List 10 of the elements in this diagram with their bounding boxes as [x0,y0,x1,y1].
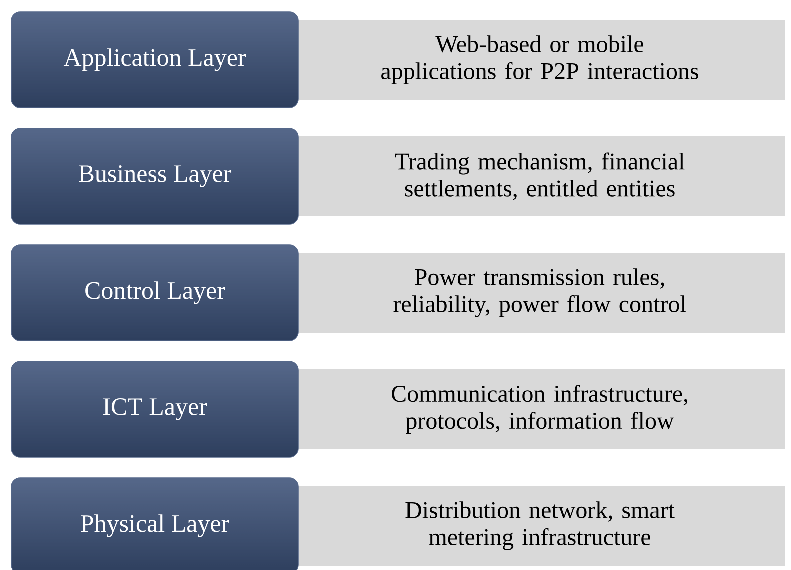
description-box: Distribution network, smart metering infrastructure [295,486,786,566]
layer-box: Physical Layer [11,478,299,570]
layer-box: Control Layer [11,244,299,342]
layer-box: ICT Layer [11,361,299,458]
description-box: Communication infrastructure, protocols, information flow [295,370,786,450]
layer-box: Business Layer [11,128,299,225]
description-box: Power transmission rules, reliability, power flow control [295,253,786,333]
layer-box: Application Layer [11,12,299,108]
description-box: Trading mechanism, financial settlements, entitled entities [295,136,786,216]
description-box: Web-based or mobile applications for P2P interactions [295,20,786,100]
